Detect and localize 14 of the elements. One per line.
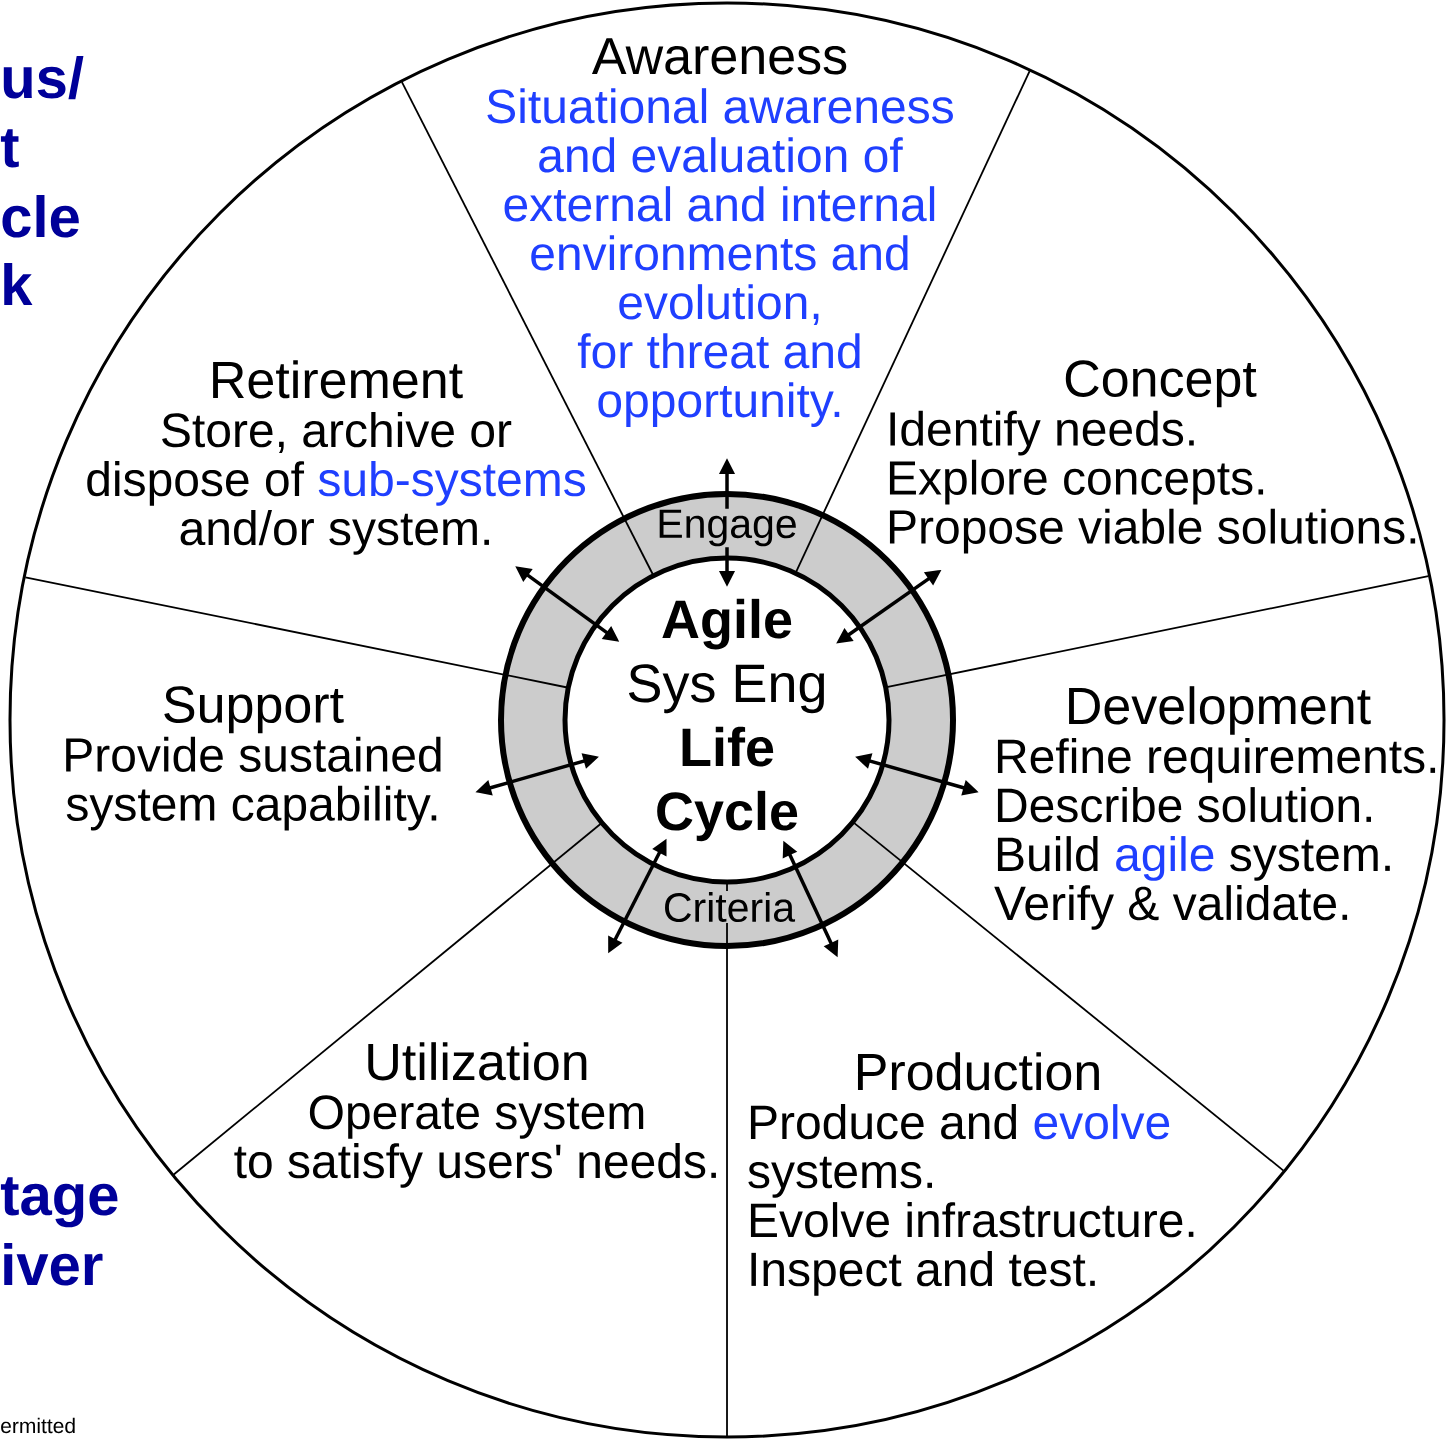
band-label: Criteria: [661, 890, 797, 924]
cropped-text: k: [4, 262, 33, 305]
cropped-text: tage: [0, 1177, 118, 1228]
cropped-text: cle: [2, 194, 79, 238]
cropped-text: ermitted: [1, 1417, 75, 1434]
stage-text: Support Provide sustained system capability.: [66, 686, 441, 831]
cropped-text: iver: [4, 1242, 103, 1286]
band-label: Engage: [655, 508, 799, 548]
stage-text: Development Refine requirements. Describe solution. Build agile system. Verify & validate.: [994, 686, 1436, 930]
stage-text: Production Produce and evolve systems. Evolve infrastructure. Inspect and test.: [748, 1052, 1194, 1296]
cropped-text: t: [0, 129, 19, 168]
stage-text: Concept Identify needs. Explore concepts. Propose viable solutions.: [889, 360, 1416, 554]
cropped-text: us/: [3, 55, 84, 100]
stage-text: Utilization Operate system to satisfy users' needs.: [234, 1042, 716, 1188]
